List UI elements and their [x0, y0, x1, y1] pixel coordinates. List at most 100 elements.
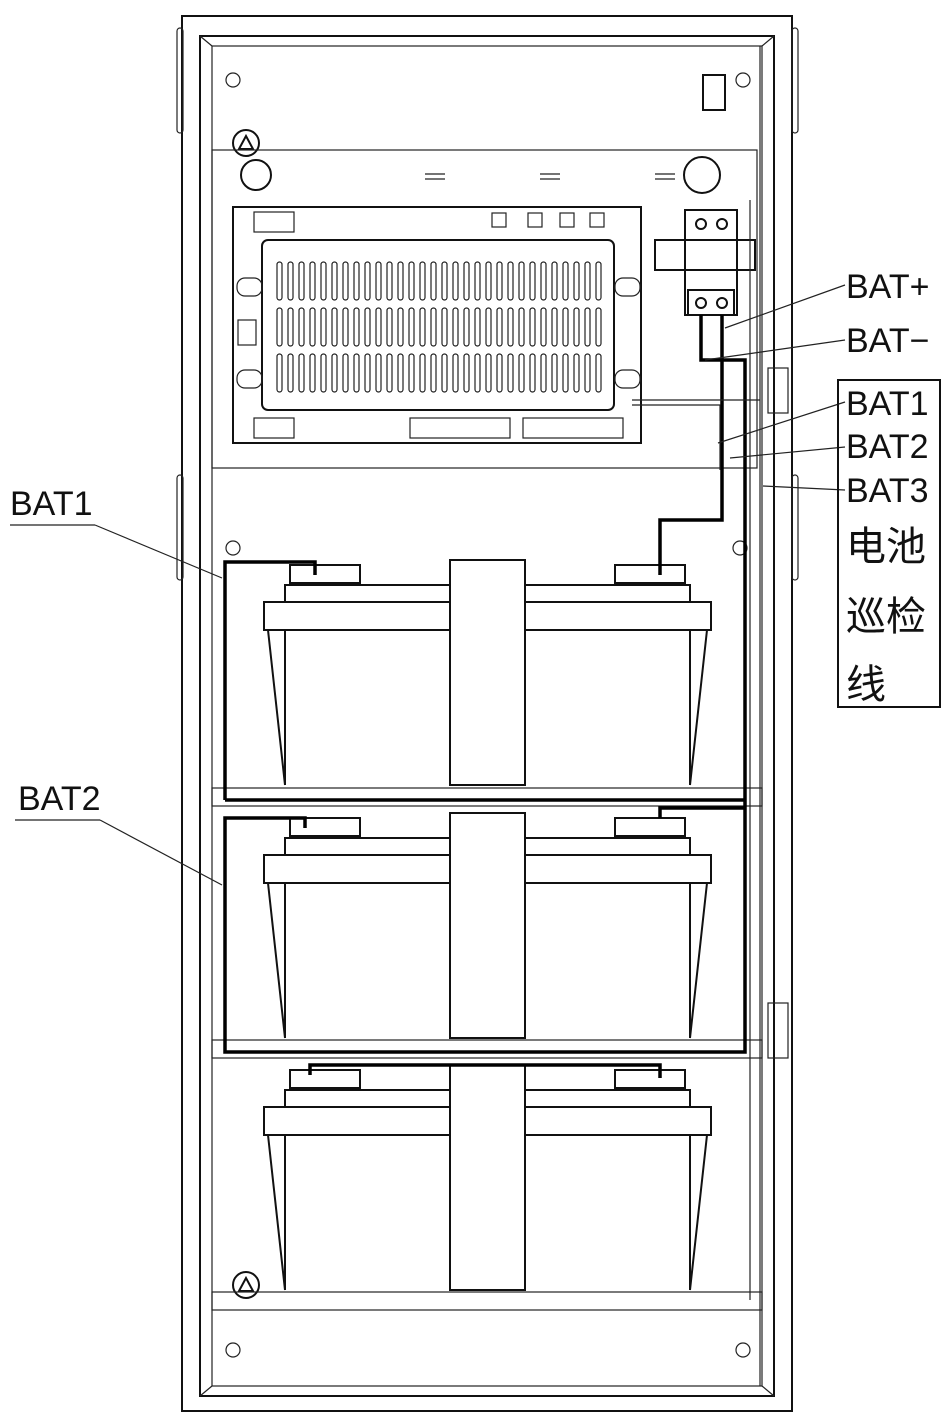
- vent-slot: [386, 353, 393, 393]
- vent-slot: [496, 307, 503, 347]
- vent-slot: [287, 353, 294, 393]
- vent-slot: [551, 307, 558, 347]
- vent-slot: [419, 307, 426, 347]
- vent-slot: [551, 261, 558, 301]
- vent-slot: [551, 353, 558, 393]
- vent-slot: [496, 261, 503, 301]
- vent-slot: [595, 307, 602, 347]
- leader-lines: [10, 284, 846, 886]
- vent-slot: [507, 307, 514, 347]
- vent-slot: [276, 353, 283, 393]
- vent-slot: [562, 353, 569, 393]
- label-bat1-left: BAT1: [10, 485, 93, 523]
- vent-slot: [419, 261, 426, 301]
- vent-slot: [397, 261, 404, 301]
- vent-slot: [573, 261, 580, 301]
- grounding-symbol-top: [232, 129, 260, 157]
- controller-cover: [261, 239, 615, 411]
- vent-slot: [397, 353, 404, 393]
- vent-slot: [485, 353, 492, 393]
- vent-slot: [375, 261, 382, 301]
- vent-slot: [452, 353, 459, 393]
- vent-slot: [320, 307, 327, 347]
- battery-top: [263, 559, 712, 786]
- battery-terminal-negative: [289, 817, 361, 837]
- battery-terminal-positive: [614, 817, 686, 837]
- vent-slot: [485, 261, 492, 301]
- vent-slot: [320, 353, 327, 393]
- mounting-holes: [225, 72, 751, 1358]
- vent-slot: [309, 261, 316, 301]
- mounting-plate: [211, 149, 758, 469]
- side-rails: [749, 46, 789, 1386]
- vent-slot: [408, 307, 415, 347]
- vent-slot: [342, 307, 349, 347]
- vent-slot: [364, 307, 371, 347]
- vent-slot: [518, 261, 525, 301]
- vent-slot: [298, 307, 305, 347]
- vent-slot: [485, 307, 492, 347]
- battery-strap: [449, 559, 526, 786]
- vent-slot: [441, 261, 448, 301]
- vent-slot: [331, 261, 338, 301]
- vent-slot: [309, 307, 316, 347]
- vent-slot: [375, 353, 382, 393]
- vent-slot: [463, 307, 470, 347]
- vent-slot: [397, 307, 404, 347]
- vent-slot: [320, 261, 327, 301]
- battery-body: [267, 629, 708, 786]
- vent-slot: [298, 353, 305, 393]
- vent-slot: [507, 261, 514, 301]
- vent-slot: [518, 353, 525, 393]
- cabinet-outer-frame: [181, 15, 793, 1412]
- cabinet-inner-frame: [211, 45, 763, 1387]
- vent-slot: [375, 307, 382, 347]
- vent-slot: [452, 307, 459, 347]
- vent-slot: [353, 307, 360, 347]
- vent-slot: [463, 353, 470, 393]
- vent-slot: [441, 353, 448, 393]
- vent-slot: [540, 307, 547, 347]
- vent-slot: [331, 353, 338, 393]
- vent-slot: [540, 261, 547, 301]
- vent-slot: [474, 353, 481, 393]
- vent-slot: [430, 353, 437, 393]
- vent-slot: [287, 261, 294, 301]
- label-bat-minus: BAT−: [846, 322, 929, 360]
- battery-terminal-negative: [289, 1069, 361, 1089]
- battery-terminal-positive: [614, 1069, 686, 1089]
- label-bat3-right: BAT3: [846, 472, 929, 510]
- vent-slot: [529, 261, 536, 301]
- vent-slot: [430, 307, 437, 347]
- vent-slot: [309, 353, 316, 393]
- battery-terminal-negative: [289, 564, 361, 584]
- board-connectors: [236, 211, 641, 439]
- battery-strap: [449, 1064, 526, 1291]
- label-bat2-left: BAT2: [18, 780, 101, 818]
- vent-slot: [529, 353, 536, 393]
- vent-slot: [507, 353, 514, 393]
- battery-body: [267, 1134, 708, 1291]
- label-bat-plus: BAT+: [846, 268, 929, 306]
- vent-slot: [518, 307, 525, 347]
- battery-terminal-positive: [614, 564, 686, 584]
- vent-slot: [529, 307, 536, 347]
- door-lock-icon: [702, 74, 726, 111]
- label-bat2-right: BAT2: [846, 428, 929, 466]
- vent-slot: [353, 353, 360, 393]
- vent-slot: [408, 353, 415, 393]
- vent-slot: [584, 261, 591, 301]
- vent-slot: [474, 307, 481, 347]
- vent-slot: [573, 353, 580, 393]
- controller-board: [232, 206, 642, 444]
- vent-slot: [584, 353, 591, 393]
- battery-middle: [263, 812, 712, 1039]
- cabinet-door-frame: [199, 35, 775, 1397]
- vent-slot: [496, 353, 503, 393]
- vent-slots: [276, 261, 602, 393]
- vent-slot: [408, 261, 415, 301]
- vent-slot: [298, 261, 305, 301]
- vent-slot: [562, 307, 569, 347]
- label-inspection-1: 电池: [846, 524, 926, 570]
- label-bat1-right: BAT1: [846, 385, 929, 423]
